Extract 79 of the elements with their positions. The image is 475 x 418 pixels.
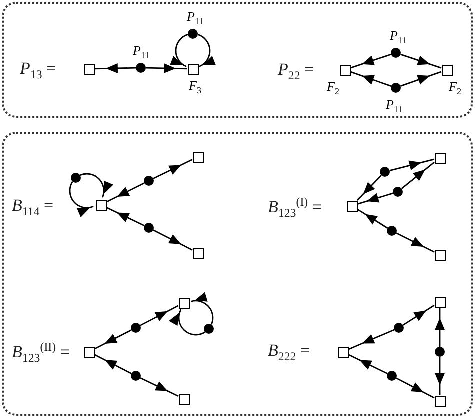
- dot-vertex: [387, 371, 397, 381]
- arrow: [94, 330, 132, 350]
- dot-vertex: [394, 323, 404, 333]
- arrow: [170, 34, 188, 68]
- dot-vertex: [380, 167, 390, 177]
- arrow: [435, 357, 445, 396]
- dot-vertex: [71, 173, 81, 183]
- square-vertex: [84, 346, 94, 358]
- square-vertex: [178, 394, 190, 404]
- vertex-label: F$_{3}$: [189, 79, 202, 96]
- dot-vertex: [144, 176, 154, 186]
- square-vertex: [84, 64, 94, 74]
- dot-vertex: [188, 29, 198, 39]
- square-vertex: [434, 152, 446, 164]
- square-vertex: [434, 250, 446, 260]
- dot-vertex: [435, 347, 445, 357]
- arrow: [402, 304, 435, 326]
- arrow: [198, 34, 216, 68]
- arrow: [170, 309, 206, 336]
- square-vertex: [192, 152, 204, 162]
- equation-label: B$_{114}$ =: [12, 197, 54, 218]
- equation-label: B$_{123}$$^{(I)}$ =: [268, 197, 322, 220]
- vertex-label: P$_{11}$: [187, 10, 204, 27]
- arrow: [350, 71, 392, 87]
- arrow: [357, 208, 388, 229]
- arrow: [106, 207, 145, 226]
- equation-label: P$_{22}$ =: [278, 61, 314, 82]
- arrow: [140, 378, 179, 397]
- vertex-label: P$_{11}$: [133, 44, 150, 61]
- square-vertex: [96, 200, 106, 210]
- vertex-label: P$_{11}$: [390, 29, 407, 46]
- dot-vertex: [144, 223, 154, 233]
- dotted-panel: [2, 132, 473, 416]
- square-vertex: [178, 298, 190, 308]
- arrow: [69, 181, 94, 217]
- dot-vertex: [393, 187, 403, 197]
- square-vertex: [188, 64, 198, 74]
- arrow: [153, 159, 193, 180]
- arrow: [106, 182, 145, 203]
- arrow: [80, 173, 113, 198]
- arrow: [435, 308, 445, 347]
- square-vertex: [338, 346, 348, 358]
- square-vertex: [434, 296, 446, 308]
- dot-vertex: [391, 48, 401, 58]
- vertex-label: F$_{2}$: [449, 80, 462, 97]
- square-vertex: [192, 248, 204, 258]
- dot-vertex: [131, 323, 141, 333]
- arrow: [140, 305, 179, 326]
- arrow: [94, 354, 132, 374]
- equation-label: B$_{123}$$^{(II)}$ =: [12, 342, 70, 365]
- arrow: [356, 175, 382, 201]
- dot-vertex: [387, 226, 397, 236]
- arrow: [357, 192, 394, 205]
- vertex-label: F$_{2}$: [327, 80, 340, 97]
- arrow: [400, 54, 442, 69]
- dot-vertex: [131, 371, 141, 381]
- arrow: [146, 63, 188, 74]
- arrow: [396, 232, 435, 253]
- dot-vertex: [136, 63, 146, 73]
- arrow: [153, 230, 193, 251]
- equation-label: B$_{222}$ =: [268, 342, 310, 364]
- arrow: [400, 71, 442, 87]
- square-vertex: [346, 200, 358, 212]
- arrow: [348, 329, 395, 350]
- arrow: [396, 378, 435, 399]
- dotted-panel: [2, 2, 473, 118]
- arrow: [350, 54, 392, 69]
- equation-label: P$_{13}$ =: [20, 60, 56, 82]
- vertex-label: P$_{11}$: [386, 98, 403, 115]
- arrow: [348, 354, 388, 374]
- arrow: [401, 162, 435, 190]
- square-vertex: [340, 64, 350, 76]
- arrow: [190, 293, 214, 325]
- arrow: [390, 158, 435, 172]
- dot-vertex: [391, 83, 401, 93]
- arrow: [94, 63, 136, 74]
- square-vertex: [434, 396, 446, 406]
- square-vertex: [442, 64, 452, 76]
- dot-vertex: [204, 324, 214, 334]
